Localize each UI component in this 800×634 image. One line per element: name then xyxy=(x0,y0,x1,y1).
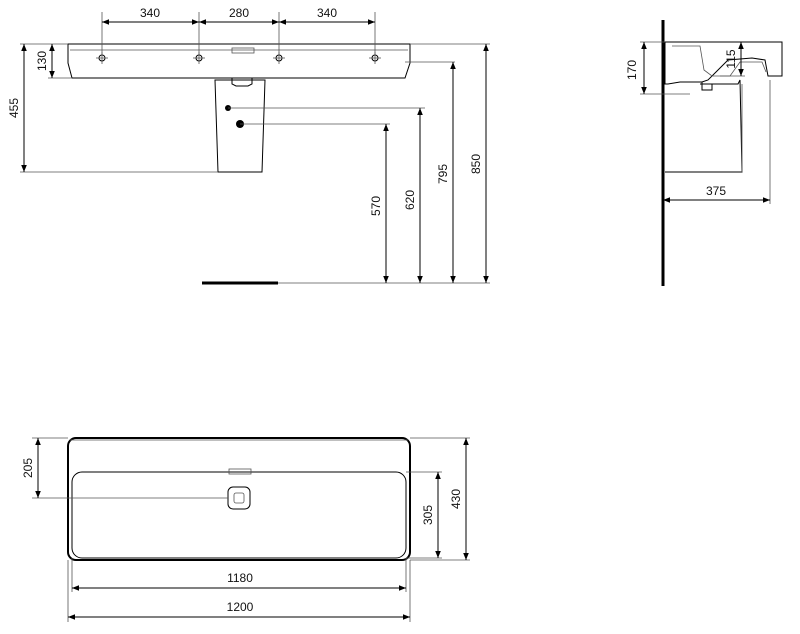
dim-label-620: 620 xyxy=(403,190,417,210)
front-basin-outline xyxy=(67,43,411,79)
top-overflow-slot xyxy=(228,468,252,475)
dim-label-455: 455 xyxy=(7,98,21,118)
side-basin-bowl xyxy=(672,45,767,77)
side-waste-trap xyxy=(701,82,713,91)
side-basin-outline xyxy=(664,41,783,85)
side-pedestal xyxy=(665,79,743,173)
dim-label-850: 850 xyxy=(469,154,483,174)
dim-label-130: 130 xyxy=(35,51,49,71)
dim-label-280: 280 xyxy=(229,6,249,20)
front-pedestal xyxy=(214,79,266,173)
dim-label-375: 375 xyxy=(706,184,726,198)
front-waste-trap xyxy=(231,78,253,87)
top-drain xyxy=(227,486,251,510)
dim-label-1180: 1180 xyxy=(227,571,253,585)
dim-label-205: 205 xyxy=(21,458,35,478)
top-drain-grate xyxy=(233,492,245,504)
top-basin-outline xyxy=(67,437,411,561)
dim-label-795: 795 xyxy=(436,164,450,184)
dim-label-340-left: 340 xyxy=(140,6,160,20)
dim-label-305: 305 xyxy=(421,505,435,525)
top-bowl-outline xyxy=(71,471,407,559)
overflow-slot xyxy=(231,47,255,54)
side-view: 115 170 375 xyxy=(625,20,783,286)
dim-label-430: 430 xyxy=(449,489,463,509)
dim-label-570: 570 xyxy=(369,196,383,216)
dim-label-340-right: 340 xyxy=(317,6,337,20)
front-tap-holes xyxy=(96,47,381,64)
dim-label-1200: 1200 xyxy=(227,600,254,614)
dim-label-115: 115 xyxy=(724,49,738,68)
top-view: 205 305 430 1180 1200 xyxy=(21,437,470,622)
front-view: 340 280 340 130 455 570 620 795 850 xyxy=(7,6,490,285)
dim-label-170: 170 xyxy=(625,60,639,80)
